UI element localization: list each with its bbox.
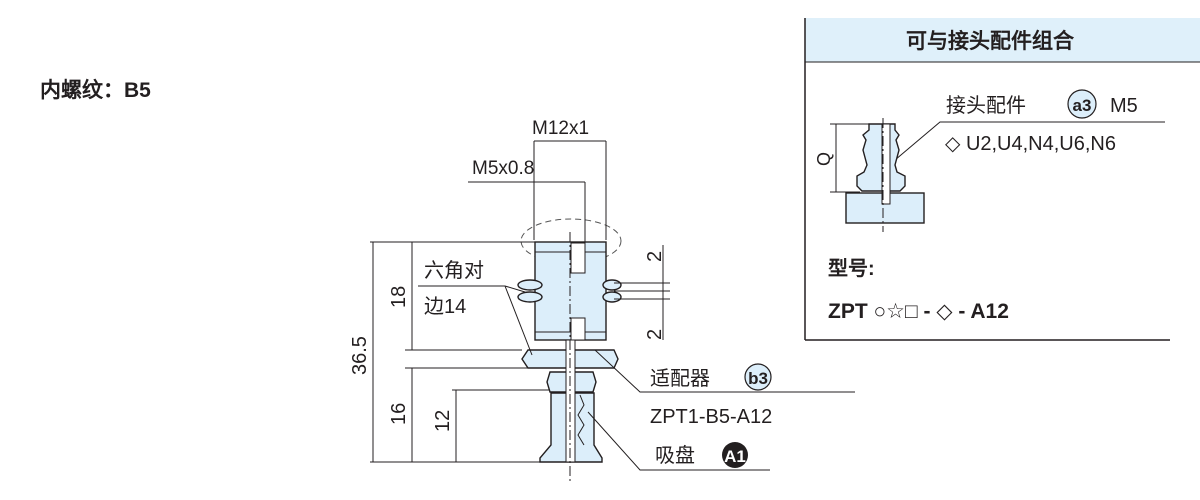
adapter-label: 适配器 (650, 367, 710, 390)
detail-ellipse (520, 218, 622, 264)
fitting-panel: 可与接头配件组合 接头配件 a3 M5 ◇ U2,U4,N4,U6,N6 Q 型… (804, 18, 1200, 341)
hex-label-line1: 六角对 (424, 259, 484, 282)
pad-leader (587, 411, 770, 471)
dim-lower: 16 (388, 403, 410, 425)
dim-q: Q (814, 152, 834, 166)
model-heading: 型号: (828, 257, 875, 280)
fitting-leader (894, 121, 1165, 161)
pad-label: 吸盘 (655, 444, 695, 467)
dim-overall: 36.5 (349, 336, 371, 375)
hex-leader (418, 285, 526, 293)
fitting-thread: M5 (1110, 95, 1138, 117)
fitting-options: ◇ U2,U4,N4,U6,N6 (945, 133, 1116, 155)
dim-cup: 12 (432, 410, 454, 432)
adapter-badge-text: b3 (748, 369, 768, 388)
panel-title: 可与接头配件组合 (906, 29, 1075, 53)
dim-m12: M12x1 (532, 118, 589, 139)
adapter-badge (744, 363, 772, 391)
adapter-leader (594, 349, 855, 393)
fitting-badge-text: a3 (1073, 96, 1092, 115)
dim-upper: 18 (388, 286, 410, 308)
dimensions: M12x1 M5x0.8 36.5 18 16 12 2 2 (349, 118, 670, 463)
dim-m5: M5x0.8 (472, 158, 534, 179)
fitting-drawing: Q (814, 118, 925, 232)
pad-badge (722, 442, 748, 468)
model-code: ZPT ○☆□ - ◇ - A12 (828, 300, 1009, 323)
vacuum-pad-assembly (517, 218, 622, 482)
dim-nut-top: 2 (644, 251, 666, 262)
page-title: 内螺纹：B5 (40, 78, 151, 102)
dim-nut-bottom: 2 (644, 329, 666, 340)
pad-badge-text: A1 (724, 447, 746, 466)
fitting-label: 接头配件 (946, 94, 1026, 117)
adapter-model: ZPT1-B5-A12 (650, 406, 772, 428)
hex-label-line2: 边14 (424, 295, 466, 318)
fitting-badge (1067, 89, 1097, 119)
